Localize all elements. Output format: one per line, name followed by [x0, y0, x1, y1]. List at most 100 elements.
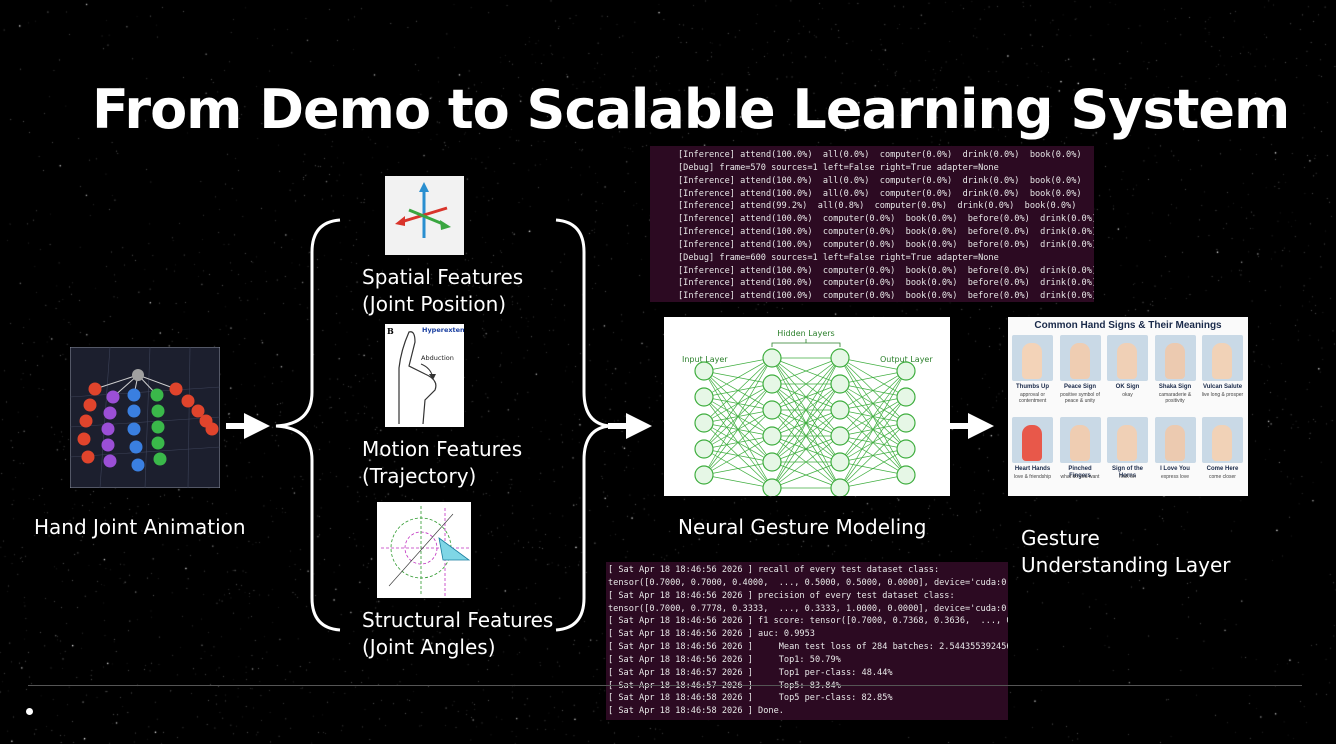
neural-gesture-label: Neural Gesture Modeling — [678, 514, 927, 541]
hand-sign-name: Peace Sign — [1058, 384, 1103, 391]
motion-features-label: Motion Features(Trajectory) — [362, 436, 522, 490]
footer-divider — [28, 685, 1302, 686]
nn-node — [897, 362, 915, 380]
hand-sign-meaning: live long & prosper — [1199, 392, 1246, 398]
hand-sign-meaning: camaraderie & positivity — [1152, 392, 1199, 404]
nn-node — [831, 349, 849, 367]
hand-sign-name: Heart Hands — [1010, 466, 1055, 473]
arrow-shaft-3 — [950, 423, 970, 429]
terminal-line: tensor([0.7000, 0.7778, 0.3333, ..., 0.3… — [608, 603, 1008, 616]
spatial-features-label: Spatial Features(Joint Position) — [362, 264, 523, 318]
terminal-line: [Debug] frame=600 sources=1 left=False r… — [650, 252, 1094, 265]
inference-terminal: [Inference] attend(100.0%) all(0.0%) com… — [650, 146, 1094, 302]
svg-text:B: B — [387, 326, 394, 336]
structural-features-label: Structural Features(Joint Angles) — [362, 607, 553, 661]
hand-sign-icon — [1107, 335, 1148, 381]
terminal-line: [Inference] attend(100.0%) computer(0.0%… — [650, 226, 1094, 239]
left-brace — [276, 220, 340, 630]
terminal-line: [ Sat Apr 18 18:46:56 2026 ] Mean test l… — [608, 641, 1008, 654]
nn-node — [763, 375, 781, 393]
hand-sign-cell: Thumbs Upapproval or contentment — [1010, 333, 1055, 413]
nn-node — [897, 388, 915, 406]
nn-node — [831, 453, 849, 471]
terminal-line: [Inference] attend(100.0%) all(0.0%) com… — [650, 188, 1094, 201]
nn-node — [695, 466, 713, 484]
terminal-line: [Inference] attend(100.0%) computer(0.0%… — [650, 265, 1094, 278]
hand-sign-icon — [1155, 417, 1196, 463]
svg-text:Hyperextens: Hyperextens — [422, 326, 464, 334]
hand-sign-cell: Shaka Signcamaraderie & positivity — [1153, 333, 1198, 413]
hand-sign-icon — [1202, 335, 1243, 381]
nn-node — [695, 362, 713, 380]
hand-sign-icon — [1202, 417, 1243, 463]
nn-node — [897, 466, 915, 484]
terminal-line: [Inference] attend(100.0%) all(0.0%) com… — [650, 149, 1094, 162]
nn-node — [695, 388, 713, 406]
terminal-line: [ Sat Apr 18 18:46:56 2026 ] Top1: 50.79… — [608, 654, 1008, 667]
hand-sign-icon — [1060, 417, 1101, 463]
hand-sign-name: Vulcan Salute — [1200, 384, 1245, 391]
terminal-line: [Inference] attend(100.0%) computer(0.0%… — [650, 239, 1094, 252]
terminal-line: [ Sat Apr 18 18:46:57 2026 ] Top5: 83.84… — [608, 680, 1008, 693]
nn-node — [763, 453, 781, 471]
right-brace — [556, 220, 610, 630]
nn-node — [763, 479, 781, 496]
hand-sign-icon — [1155, 335, 1196, 381]
hand-sign-name: Come Here — [1200, 466, 1245, 473]
nn-node — [695, 440, 713, 458]
terminal-line: [ Sat Apr 18 18:46:56 2026 ] recall of e… — [608, 564, 1008, 577]
terminal-line: [Inference] attend(100.0%) computer(0.0%… — [650, 277, 1094, 290]
terminal-line: [ Sat Apr 18 18:46:56 2026 ] f1 score: t… — [608, 615, 1008, 628]
hand-sign-name: I Love You — [1153, 466, 1198, 473]
terminal-line: [ Sat Apr 18 18:46:56 2026 ] precision o… — [608, 590, 1008, 603]
nn-node — [763, 349, 781, 367]
hand-abduction-image: B Hyperextens Abduction — [385, 324, 464, 427]
terminal-line: [Inference] attend(100.0%) all(0.0%) com… — [650, 175, 1094, 188]
hand-sign-icon — [1012, 335, 1053, 381]
terminal-line: [Inference] attend(100.0%) computer(0.0%… — [650, 290, 1094, 302]
terminal-line: [Debug] frame=570 sources=1 left=False r… — [650, 162, 1094, 175]
hand-sign-meaning: express love — [1152, 474, 1199, 480]
hidden-layers-label: Hidden Layers — [777, 329, 834, 338]
terminal-line: [ Sat Apr 18 18:46:58 2026 ] Done. — [608, 705, 1008, 718]
nn-node — [831, 427, 849, 445]
hand-sign-name: OK Sign — [1105, 384, 1150, 391]
terminal-line: [ Sat Apr 18 18:46:58 2026 ] Top5 per-cl… — [608, 692, 1008, 705]
arrow-shaft-1 — [226, 423, 246, 429]
svg-text:Abduction: Abduction — [421, 354, 454, 362]
hand-sign-icon — [1060, 335, 1101, 381]
hand-sign-name: Shaka Sign — [1153, 384, 1198, 391]
hand-sign-name: Thumbs Up — [1010, 384, 1055, 391]
hand-sign-meaning: okay — [1104, 392, 1151, 398]
hand-sign-icon — [1107, 417, 1148, 463]
hand-sign-meaning: rock on — [1104, 474, 1151, 480]
hand-sign-cell: Heart Handslove & friendship — [1010, 415, 1055, 495]
neural-network-diagram: Hidden Layers Input Layer Output Layer — [664, 317, 950, 496]
nn-node — [763, 401, 781, 419]
hand-sign-cell: Vulcan Salutelive long & prosper — [1200, 333, 1245, 413]
nn-node — [897, 440, 915, 458]
arrow-head-3 — [968, 413, 994, 439]
terminal-line: [Inference] attend(99.2%) all(0.8%) comp… — [650, 200, 1094, 213]
evaluation-terminal: [ Sat Apr 18 18:46:56 2026 ] recall of e… — [606, 562, 1008, 720]
hand-sign-meaning: approval or contentment — [1009, 392, 1056, 404]
nn-node — [763, 427, 781, 445]
hand-signs-chart: Common Hand Signs & Their Meanings Thumb… — [1008, 317, 1248, 496]
axis-3d-image — [385, 176, 464, 255]
nn-node — [831, 375, 849, 393]
nn-node — [831, 479, 849, 496]
hand-sign-icon — [1012, 417, 1053, 463]
hand-sign-meaning: what do you want — [1057, 474, 1104, 480]
hand-sign-meaning: positive symbol of peace & unity — [1057, 392, 1104, 404]
nn-node — [695, 414, 713, 432]
hand-sign-meaning: come closer — [1199, 474, 1246, 480]
arrow-shaft-2 — [608, 423, 628, 429]
terminal-line: [ Sat Apr 18 18:46:56 2026 ] auc: 0.9953 — [608, 628, 1008, 641]
arrow-head-1 — [244, 413, 270, 439]
